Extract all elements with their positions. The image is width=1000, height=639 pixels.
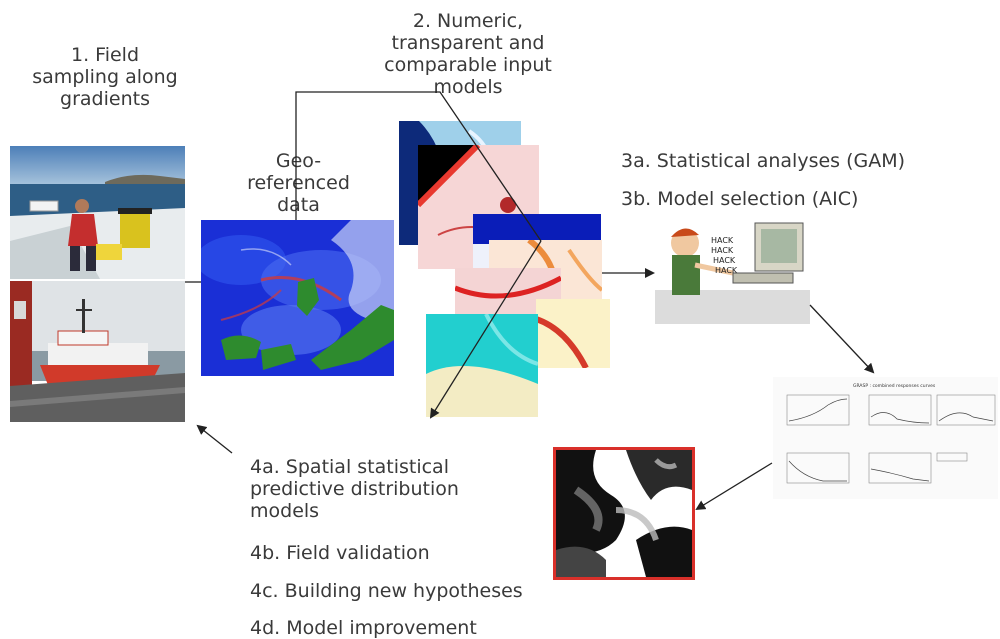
- step3a-label: 3a. Statistical analyses (GAM): [621, 150, 906, 172]
- step4a-line2: predictive distribution: [250, 478, 459, 500]
- field-sampling-boat-photo: [10, 146, 185, 279]
- step1-line1: 1. Field: [70, 44, 140, 66]
- step4a-label: 4a. Spatial statistical predictive distr…: [250, 456, 459, 522]
- geo-line1: Geo-: [275, 150, 322, 172]
- geo-line2: referenced: [247, 172, 350, 194]
- georeferenced-data-map: [201, 220, 394, 376]
- step2-line1: 2. Numeric,: [412, 10, 524, 32]
- step2-line2: transparent and: [391, 32, 545, 54]
- step1-line2: sampling along: [32, 66, 178, 88]
- georeferenced-label: Geo- referenced data: [236, 150, 361, 216]
- statistical-analysis-cartoon: HACK HACK HACK HACK: [655, 215, 810, 324]
- step1-line3: gradients: [60, 88, 150, 110]
- input-layer-6: [536, 299, 610, 368]
- geo-line3: data: [277, 194, 320, 216]
- step4a-line1: 4a. Spatial statistical: [250, 456, 449, 478]
- step2-line4: models: [433, 76, 503, 98]
- hack-text-3: HACK: [713, 256, 736, 265]
- validation-to-field-arrow: [196, 424, 233, 454]
- step4a-line3: models: [250, 500, 320, 522]
- step1-label: 1. Field sampling along gradients: [0, 44, 210, 110]
- analysis-to-gam-arrow: [809, 304, 875, 374]
- input-layer-7: [426, 314, 538, 417]
- step4c-label: 4c. Building new hypotheses: [250, 580, 523, 602]
- step2-line3: comparable input: [384, 54, 552, 76]
- hack-text-1: HACK: [711, 236, 734, 245]
- hack-text-2: HACK: [711, 246, 734, 255]
- step4b-label: 4b. Field validation: [250, 542, 430, 564]
- gam-to-prediction-arrow: [695, 462, 773, 511]
- step4d-label: 4d. Model improvement: [250, 617, 477, 639]
- gam-title: GRASP : combined responses curves: [853, 383, 936, 389]
- hack-text-4: HACK: [715, 266, 738, 275]
- step2-label: 2. Numeric, transparent and comparable i…: [358, 10, 578, 98]
- research-vessel-photo: [10, 281, 185, 422]
- gam-response-curves-panel: GRASP : combined responses curves: [773, 377, 998, 499]
- predictive-distribution-map: [553, 447, 695, 580]
- step3b-label: 3b. Model selection (AIC): [621, 188, 859, 210]
